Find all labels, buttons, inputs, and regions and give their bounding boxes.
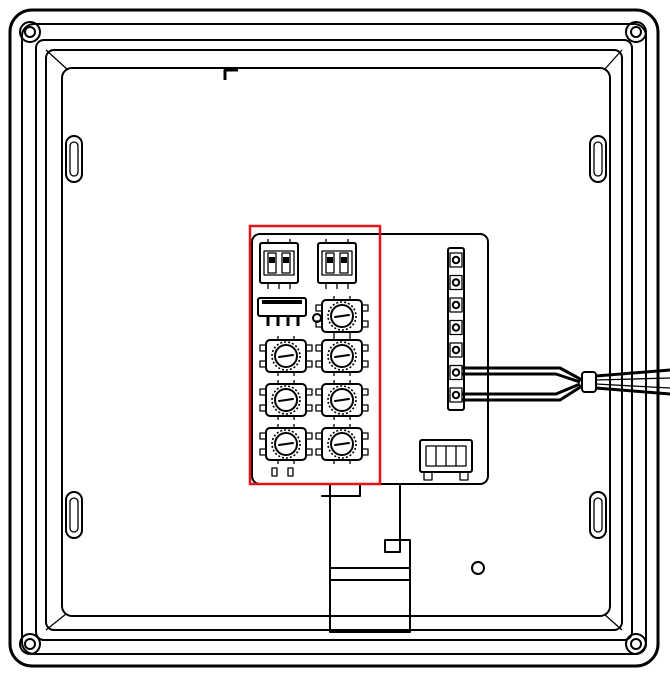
slot-left-upper — [65, 135, 83, 183]
panel-marker — [223, 68, 238, 80]
bottom-bracket — [321, 483, 411, 633]
terminal-screw-icon — [449, 342, 463, 358]
dip-switch-2 — [317, 239, 357, 289]
slot-right-upper — [589, 135, 607, 183]
terminal-screw-icon — [449, 319, 463, 336]
screw-top-left-icon — [19, 21, 41, 43]
slot-left-lower — [65, 491, 83, 539]
pin-header — [257, 297, 307, 326]
mounting-hole — [471, 561, 485, 575]
mounting-slots — [65, 135, 607, 539]
board-connector — [419, 439, 473, 481]
board-pads — [271, 467, 294, 477]
terminal-screw-icon — [449, 297, 463, 313]
terminal-screw-icon — [449, 274, 463, 291]
terminal-screw-icon — [449, 252, 463, 268]
rotary-switch-1 — [312, 295, 369, 337]
enclosure-frame — [8, 8, 660, 668]
inner-panel — [61, 67, 611, 617]
wire-harness — [462, 366, 670, 402]
screw-top-right-icon — [625, 21, 647, 43]
dip-switch-1 — [259, 239, 299, 289]
highlight-box — [248, 224, 382, 486]
screw-bottom-left-icon — [19, 633, 41, 655]
corner-screws — [19, 21, 647, 655]
screw-bottom-right-icon — [625, 633, 647, 655]
slot-right-lower — [589, 491, 607, 539]
